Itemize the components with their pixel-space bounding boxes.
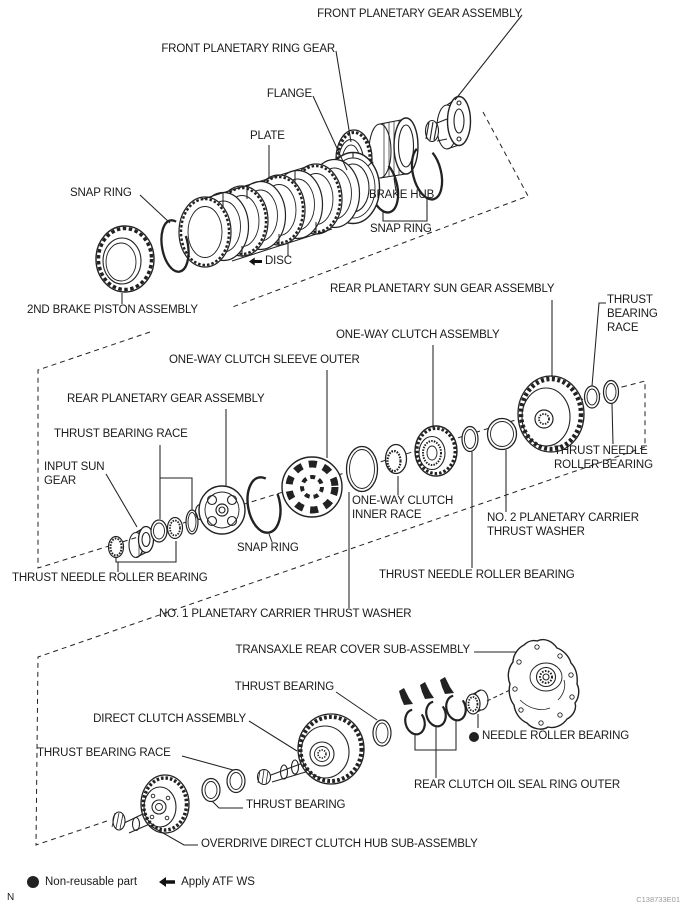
label-2nd-brake-piston-assembly: 2ND BRAKE PISTON ASSEMBLY <box>27 304 198 316</box>
page-marker: N <box>7 892 15 903</box>
label-thrust-bearing-race-right-line1: THRUST <box>607 294 653 306</box>
legend-apply-atf-text: Apply ATF WS <box>181 876 255 888</box>
label-transaxle-rear-cover-sub-assembly: TRANSAXLE REAR COVER SUB-ASSEMBLY <box>235 644 471 656</box>
label-one-way-clutch-inner-race-line2: INNER RACE <box>352 508 422 521</box>
part-thrust-bearing-races-right <box>583 379 620 409</box>
label-input-sun-gear-line1: INPUT SUN <box>44 461 105 473</box>
label-snap-ring-top-left: SNAP RING <box>70 187 132 199</box>
legend-non-reusable: Non-reusable part <box>27 876 137 888</box>
label-thrust-needle-roller-bearing-left: THRUST NEEDLE ROLLER BEARING <box>12 572 208 584</box>
label-one-way-clutch-sleeve-outer: ONE-WAY CLUTCH SLEEVE OUTER <box>169 354 360 366</box>
label-overdrive-direct-clutch-hub-sub-assembly: OVERDRIVE DIRECT CLUTCH HUB SUB-ASSEMBLY <box>201 838 478 850</box>
part-one-way-clutch-assembly <box>414 425 458 477</box>
part-front-planetary-gear-assembly <box>424 95 472 150</box>
label-thrust-bearing-race-right-line3: RACE <box>607 321 639 334</box>
apply-atf-arrow-icon <box>159 877 176 887</box>
label-no1-planetary-carrier-thrust-washer: NO. 1 PLANETARY CARRIER THRUST WASHER <box>159 608 412 620</box>
label-thrust-needle-roller-bearing-mid: THRUST NEEDLE ROLLER BEARING <box>379 569 575 581</box>
label-no2-line2: THRUST WASHER <box>487 525 585 538</box>
label-front-planetary-gear-assembly: FRONT PLANETARY GEAR ASSEMBLY <box>317 8 522 20</box>
label-needle-roller-bearing-text: NEEDLE ROLLER BEARING <box>482 730 630 742</box>
part-rear-planetary-sun-gear <box>517 375 585 453</box>
label-thrust-needle-roller-bearing-right: THRUST NEEDLE ROLLER BEARING <box>554 445 653 473</box>
label-one-way-clutch-assembly: ONE-WAY CLUTCH ASSEMBLY <box>336 329 500 341</box>
label-snap-ring-top-mid: SNAP RING <box>370 223 432 235</box>
label-one-way-clutch-inner-race: ONE-WAY CLUTCH INNER RACE <box>352 495 453 523</box>
apply-atf-arrows <box>399 677 454 705</box>
label-thrust-bearing-bottom: THRUST BEARING <box>246 799 346 811</box>
label-thrust-bearing-race-bottom: THRUST BEARING RACE <box>37 747 171 759</box>
part-thrust-bearings-bottom <box>201 768 246 803</box>
apply-atf-arrow-icon <box>440 677 454 694</box>
part-one-way-clutch-sleeve-outer <box>281 456 343 518</box>
label-input-sun-gear-line2: GEAR <box>44 474 76 487</box>
part-overdrive-hub <box>111 774 190 834</box>
part-no2-thrust-washer <box>486 417 518 451</box>
label-plate: PLATE <box>250 130 285 142</box>
part-snap-ring-top-left <box>160 219 190 273</box>
part-snap-ring-mid <box>246 476 282 534</box>
label-one-way-clutch-inner-race-line1: ONE-WAY CLUTCH <box>352 495 454 507</box>
part-thrust-bearing-ring <box>372 719 392 747</box>
label-disc-text: DISC <box>265 255 292 267</box>
label-front-planetary-ring-gear: FRONT PLANETARY RING GEAR <box>161 43 335 55</box>
apply-atf-arrow-icon <box>249 257 262 266</box>
label-thrust-bearing-race-mid-left: THRUST BEARING RACE <box>54 428 188 440</box>
legend-non-reusable-text: Non-reusable part <box>45 876 138 888</box>
legend: Non-reusable part Apply ATF WS <box>27 876 255 888</box>
part-brake-hub <box>368 117 419 179</box>
leader-lines <box>105 14 614 846</box>
label-tnrb-right-line1: THRUST NEEDLE <box>554 445 648 457</box>
label-tnrb-right-line2: ROLLER BEARING <box>554 458 653 471</box>
apply-atf-arrow-icon <box>399 688 413 705</box>
legend-apply-atf: Apply ATF WS <box>159 876 255 888</box>
part-direct-clutch-assembly <box>256 713 365 786</box>
part-needle-roller-bearing <box>465 689 489 715</box>
label-thrust-bearing-top: THRUST BEARING <box>234 681 334 693</box>
label-disc: DISC <box>249 255 292 269</box>
part-oil-seal-rings <box>404 694 467 736</box>
label-flange: FLANGE <box>266 88 312 100</box>
label-rear-clutch-oil-seal-ring-outer: REAR CLUTCH OIL SEAL RING OUTER <box>414 779 621 791</box>
part-clutch-pack <box>178 151 381 268</box>
part-transaxle-rear-cover <box>507 638 580 730</box>
part-one-way-clutch-inner-race <box>384 443 408 475</box>
label-needle-roller-bearing: NEEDLE ROLLER BEARING <box>469 730 629 744</box>
label-input-sun-gear: INPUT SUN GEAR <box>44 461 105 489</box>
part-no1-thrust-washer <box>345 445 379 493</box>
label-direct-clutch-assembly: DIRECT CLUTCH ASSEMBLY <box>93 713 246 725</box>
part-2nd-brake-piston <box>95 225 155 293</box>
apply-atf-arrow-icon <box>420 682 434 699</box>
part-rear-planetary-gear-assembly <box>194 485 246 535</box>
label-snap-ring-mid: SNAP RING <box>237 542 299 554</box>
label-rear-planetary-sun-gear-assembly: REAR PLANETARY SUN GEAR ASSEMBLY <box>330 283 555 295</box>
figure-code: C138733E01 <box>636 895 680 904</box>
non-reusable-dot-icon <box>469 731 479 742</box>
non-reusable-dot-icon <box>27 876 39 888</box>
label-thrust-bearing-race-right: THRUST BEARING RACE <box>607 294 658 335</box>
part-thrust-needle-roller-bearing-a <box>107 535 125 559</box>
label-rear-planetary-gear-assembly: REAR PLANETARY GEAR ASSEMBLY <box>67 393 265 405</box>
label-thrust-bearing-race-right-line2: BEARING <box>607 307 658 320</box>
label-brake-hub: BRAKE HUB <box>369 189 435 201</box>
label-no2-planetary-carrier-thrust-washer: NO. 2 PLANETARY CARRIER THRUST WASHER <box>487 512 639 540</box>
label-no2-line1: NO. 2 PLANETARY CARRIER <box>487 512 639 524</box>
part-thrust-needle-roller-bearing-b <box>461 425 479 453</box>
part-input-sun-gear <box>128 525 155 559</box>
part-thrust-bearing-races-mid <box>150 509 199 543</box>
